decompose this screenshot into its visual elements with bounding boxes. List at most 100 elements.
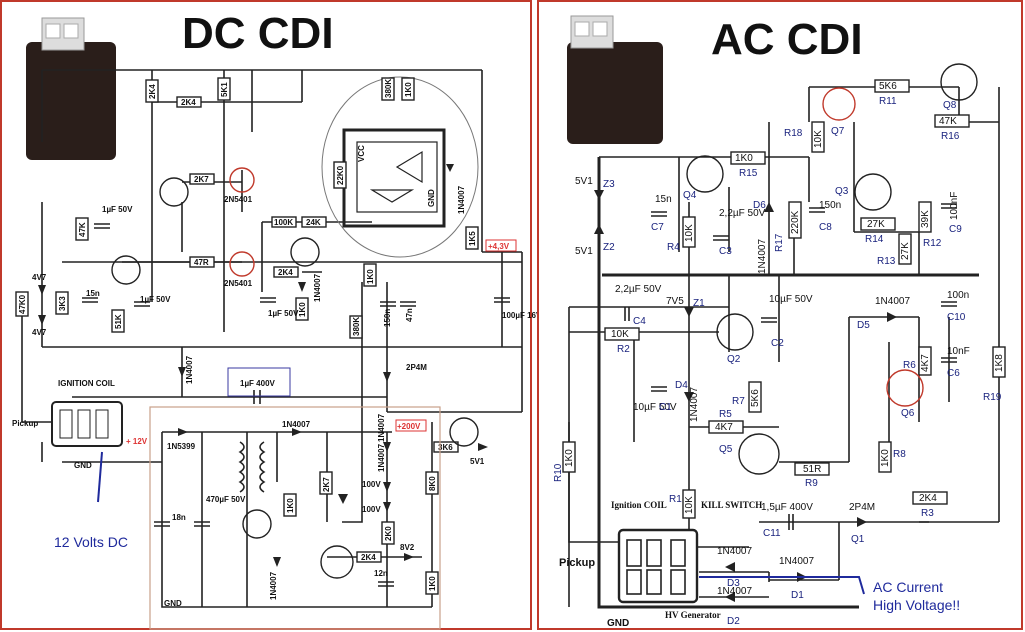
dc-d1-label: 1N4007 <box>185 355 194 384</box>
dc-cdi-panel: DC CDI VCC GND 2K4 2K4 5K <box>0 0 542 630</box>
ac-r18-value: 10K <box>813 130 824 148</box>
dc-c9-label: 470µF 50V <box>206 495 246 504</box>
dc-c1-label: 1µF 50V <box>102 205 133 214</box>
ac-d4-value: 1N4007 <box>689 387 700 422</box>
ac-r6-name: R6 <box>903 360 916 371</box>
dc-c7-label: 100µF 16V <box>502 311 542 320</box>
dc-r-3k6: 3K6 <box>438 443 453 452</box>
dc-z6-label: 8V2 <box>400 543 415 552</box>
ac-r4-name: R4 <box>667 242 680 253</box>
ac-transistors: Q7 Q8 Q4 Q3 Q2 Q6 Q5 <box>683 63 978 475</box>
dc-ignition-coil-transformer <box>238 441 266 493</box>
ac-q6-label: Q6 <box>901 408 915 419</box>
ac-q1-value: 2P4M <box>849 502 875 513</box>
ac-q8-label: Q8 <box>943 100 957 111</box>
dc-c8-label: 18n <box>172 513 186 522</box>
ac-q3-label: Q3 <box>835 186 849 197</box>
ac-r14-value: 27K <box>867 219 885 230</box>
ac-cdi-panel: AC CDI 5K6 R11 47K R16 10K R18 1K <box>537 0 1023 630</box>
dc-r-2k4-b: 2K4 <box>181 98 196 107</box>
ac-ignition-coil-label: Ignition COIL <box>611 500 667 510</box>
ac-c1-value: 10µF 50V <box>633 402 677 413</box>
dc-r-1k0-a: 1K0 <box>298 302 307 317</box>
ac-d6-value: 1N4007 <box>757 239 768 274</box>
dc-c4-label: 1µF 50V <box>268 309 299 318</box>
dc-cap-main-label: 1µF 400V <box>240 379 276 388</box>
ac-c10-value: 100n <box>947 290 969 301</box>
dc-ignition-coil-label: IGNITION COIL <box>58 379 115 388</box>
ac-z2-name: Z2 <box>603 242 615 253</box>
ac-resistors: 5K6 R11 47K R16 10K R18 1K0 R15 10K R4 2… <box>553 79 1006 519</box>
dc-v200-label: +200V <box>397 422 421 431</box>
ac-r1-name: R1 <box>669 494 682 505</box>
dc-cdi-title: DC CDI <box>182 9 334 58</box>
ac-r12-value: 39K <box>920 210 931 228</box>
dc-c6-label: 47n <box>405 308 414 322</box>
dc-r-2k4-a: 2K4 <box>148 84 157 99</box>
ac-r10-name: R10 <box>553 463 564 482</box>
dc-d8-label: 1N4007 <box>377 413 386 442</box>
ac-connector <box>617 528 699 604</box>
dc-z1-label: 4V7 <box>32 273 47 282</box>
dc-r-47r: 47R <box>194 258 209 267</box>
dc-t1-label: 2N5401 <box>224 195 253 204</box>
ac-c11-value: 1,5µF 400V <box>761 502 813 513</box>
ac-pickup-label: Pickup <box>559 557 595 569</box>
ac-r16-value: 47K <box>939 116 957 127</box>
dc-r-3k3: 3K3 <box>58 296 67 311</box>
ac-r11-value: 5K6 <box>879 81 897 92</box>
dc-transistors: 2N5401 2N5401 <box>111 167 479 579</box>
dc-gnd-label: GND <box>74 461 92 470</box>
dc-plus12v-label: + 12V <box>126 437 148 446</box>
dc-r-51k: 51K <box>114 314 123 329</box>
ac-r17-value: 220K <box>790 210 801 234</box>
ac-r19-name: R19 <box>983 392 1002 403</box>
dc-r-2k7-b: 2K7 <box>322 477 331 492</box>
dc-z3-label: 5V1 <box>470 457 485 466</box>
dc-ic-vcc-label: VCC <box>357 145 366 162</box>
ac-r17-name: R17 <box>774 233 785 252</box>
dc-r-380k-b: 380K <box>352 317 361 336</box>
ac-r3-value: 2K4 <box>919 493 937 504</box>
ac-cdi-schematic: AC CDI 5K6 R11 47K R16 10K R18 1K <box>553 15 1006 629</box>
ac-z1-name: Z1 <box>693 298 705 309</box>
ac-r2-name: R2 <box>617 344 630 355</box>
dc-r-1k0-c: 1K0 <box>366 269 375 284</box>
dc-ic-gnd-label: GND <box>427 189 436 207</box>
ac-r19-value: 1K8 <box>994 354 1005 372</box>
dc-r-1k0-b: 1K0 <box>404 82 413 97</box>
dc-v43-box <box>485 239 517 252</box>
ac-d2-name: D2 <box>727 616 740 627</box>
ac-r9-name: R9 <box>805 478 818 489</box>
ac-r8-value: 1K0 <box>880 449 891 467</box>
dc-hv-box <box>149 406 441 630</box>
dc-r-22k0: 22K0 <box>336 165 345 185</box>
ac-r16-name: R16 <box>941 131 960 142</box>
ac-q4-label: Q4 <box>683 190 697 201</box>
dc-r-24k: 24K <box>306 218 321 227</box>
ac-c3-value: 2,2µF 50V <box>719 208 766 219</box>
dc-v200-box <box>395 419 427 432</box>
ac-d1-name: D1 <box>791 590 804 601</box>
ac-c2-value: 10µF 50V <box>769 294 813 305</box>
ac-note-line2: High Voltage!! <box>873 597 960 613</box>
dc-z4-label: 100V <box>362 480 381 489</box>
dc-r-1k0-d: 1K0 <box>428 576 437 591</box>
ac-d6-name: D6 <box>753 200 766 211</box>
dc-r-100k: 100K <box>274 218 293 227</box>
ac-c6-name: C6 <box>947 368 960 379</box>
ac-c3-name: C3 <box>719 246 732 257</box>
ac-d3-value: 1N4007 <box>717 546 752 557</box>
ac-c6-value: 10nF <box>947 346 970 357</box>
ac-c4-value: 2,2µF 50V <box>615 284 662 295</box>
dc-connector <box>51 401 123 447</box>
ac-capacitors: 15n C7 2,2µF 50V C3 150n C8 100nF C9 2,2… <box>615 192 970 539</box>
ac-r7-value: 5K6 <box>750 389 761 407</box>
ac-r15-value: 1K0 <box>735 153 753 164</box>
ac-q2-label: Q2 <box>727 354 741 365</box>
ac-d3-name: D3 <box>727 578 740 589</box>
dc-c5-label: 150n <box>383 309 392 327</box>
dc-r-380k: 380K <box>384 79 393 98</box>
dc-ic-label: 2P4M <box>406 363 427 372</box>
ac-diodes: 5V1 Z3 5V1 Z2 1N4007 D6 7V5 Z1 1N4007 D5… <box>575 176 910 627</box>
